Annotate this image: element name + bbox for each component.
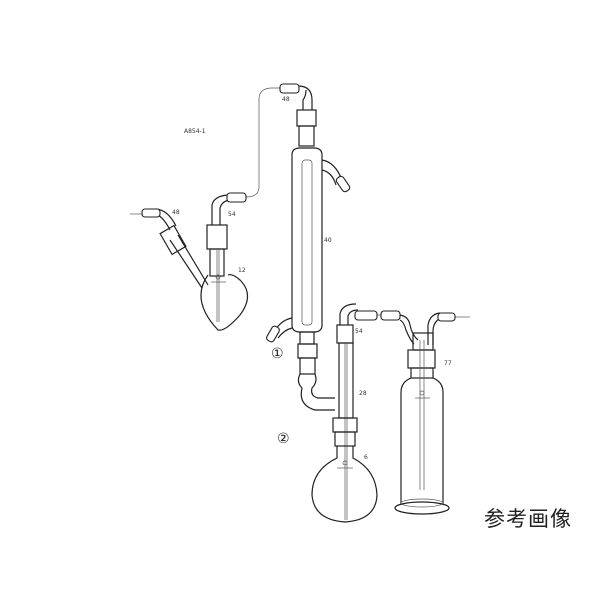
label-round-flask: 6	[364, 454, 368, 461]
condenser	[271, 85, 343, 345]
label-washing-bottle: 77	[444, 360, 452, 367]
receiver-tube	[336, 303, 359, 520]
gas-washing-bottle	[394, 312, 450, 515]
tubing-line	[245, 87, 280, 198]
hose-bottle-inlet	[380, 310, 401, 321]
reference-image-caption: 参考画像	[484, 507, 572, 531]
label-condenser: 40	[324, 237, 332, 244]
label-condenser-top-hose: 48	[282, 96, 290, 103]
hose-condenser-bottom	[266, 325, 280, 343]
label-left-top-hose: 54	[228, 211, 236, 218]
joint-marker-1: ①	[271, 346, 284, 362]
label-left-flask: 12	[238, 267, 246, 274]
hose-left-side	[141, 208, 161, 218]
label-receiver-tube: 28	[359, 390, 367, 397]
round-flask	[311, 417, 378, 523]
label-receiver-hose: 54	[355, 328, 363, 335]
joint-marker-2: ②	[277, 431, 290, 447]
part-code-label: A854-1	[184, 128, 206, 135]
label-left-side-hose: 48	[172, 209, 180, 216]
adapter	[297, 343, 335, 411]
pear-flask	[151, 194, 249, 331]
hose-bottle-outlet	[437, 312, 456, 322]
hose-condenser-top	[279, 83, 300, 94]
hose-condenser-side	[335, 175, 351, 193]
hose-left-top	[226, 192, 247, 203]
hose-receiver	[354, 310, 378, 321]
